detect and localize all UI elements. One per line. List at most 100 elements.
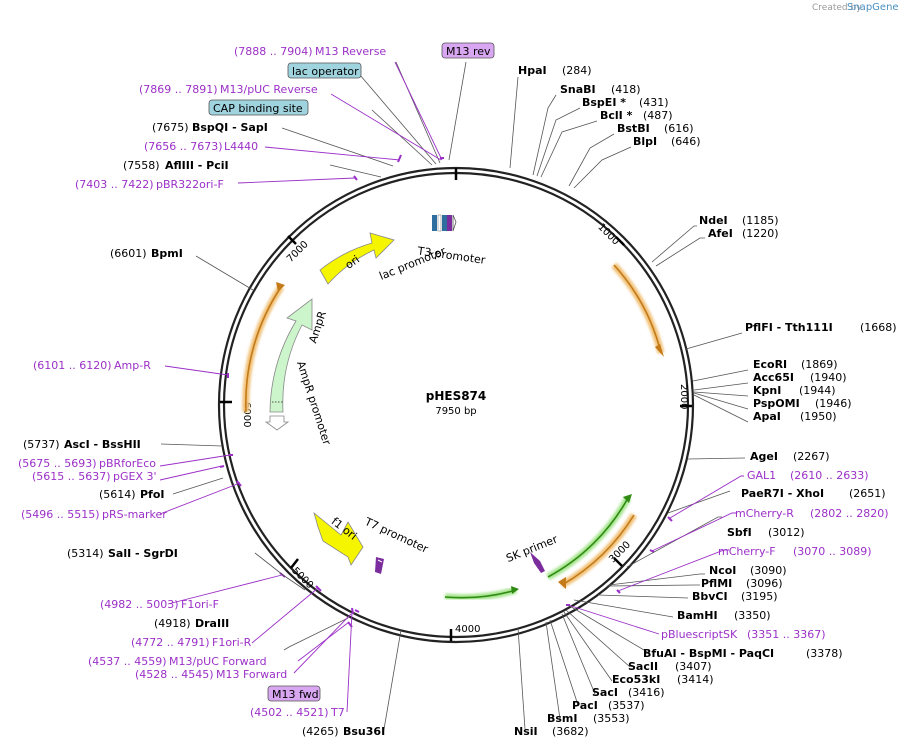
enzyme-kpni-pos: (1944) <box>799 384 836 397</box>
tick-label-6000: 6000 <box>241 402 252 427</box>
enzyme-saci-pos: (3416) <box>628 686 665 699</box>
feature-m13-forward-range: (4528 .. 4545) <box>135 668 214 681</box>
enzyme-sbfi-pos: (3012) <box>768 526 805 539</box>
enzyme-paci-pos: (3537) <box>608 699 645 712</box>
sk-primer-arrow <box>530 552 545 573</box>
enzyme-bcli-name: BclI * <box>600 109 633 122</box>
ori-arrow <box>319 232 395 285</box>
enzyme-labels-left: (7675) BspQI - SapI (7558) AflIII - PciI… <box>23 121 385 738</box>
enzyme-ndei-pos: (1185) <box>742 214 779 227</box>
feature-m13-reverse-range: (7888 .. 7904) <box>234 45 313 58</box>
feature-callout-lines <box>159 61 744 713</box>
enzyme-blpi-name: BlpI <box>633 135 657 148</box>
feature-pbrforeco-range: (5675 .. 5693) <box>18 457 97 470</box>
enzyme-bspei-pos: (431) <box>639 96 669 109</box>
ampr-promoter-label: AmpR promoter <box>294 359 334 447</box>
feature-m13-reverse-name: M13 Reverse <box>315 45 386 58</box>
box-m13-fwd-label: M13 fwd <box>272 688 319 701</box>
enzyme-blpi-pos: (646) <box>671 135 701 148</box>
feature-m13-puc-forward-name: M13/pUC Forward <box>169 655 267 668</box>
enzyme-afei-pos: (1220) <box>742 227 779 240</box>
enzyme-asci-name: AscI - BssHII <box>64 438 141 451</box>
enzyme-bsmi-name: BsmI <box>547 712 578 725</box>
enzyme-apai-name: ApaI <box>753 410 781 423</box>
enzyme-bstbi-name: BstBI <box>617 122 650 135</box>
enzyme-sacii-pos: (3407) <box>675 660 712 673</box>
enzyme-bcli-pos: (487) <box>643 109 673 122</box>
enzyme-bspqi-pos: (7675) <box>152 121 189 134</box>
box-lac-operator-label: lac operator <box>292 65 359 78</box>
sk-primer-label: SK primer <box>504 532 560 565</box>
feature-gal1-name: GAL1 <box>747 469 776 482</box>
feature-m13-forward-name: M13 Forward <box>216 668 287 681</box>
box-m13-fwd: M13 fwd <box>267 685 321 702</box>
enzyme-draiii-pos: (4918) <box>154 617 191 630</box>
enzyme-pfoi-name: PfoI <box>140 488 165 501</box>
enzyme-afliii-name: AflIII - PciI <box>165 159 229 172</box>
enzyme-acc65i-name: Acc65I <box>753 371 794 384</box>
feature-m13-puc-forward-range: (4537 .. 4559) <box>88 655 167 668</box>
enzyme-pflmi-pos: (3096) <box>746 577 783 590</box>
feature-pbr322ori-f-name: pBR322ori-F <box>156 178 224 191</box>
feature-l4440-name: L4440 <box>224 140 258 153</box>
feature-f1ori-f-range: (4982 .. 5003) <box>100 598 179 611</box>
enzyme-bsu36i-pos: (4265) <box>302 725 339 738</box>
enzyme-draiii-name: DraIII <box>195 617 229 630</box>
enzyme-bstbi-pos: (616) <box>664 122 694 135</box>
enzyme-asci-pos: (5737) <box>23 438 60 451</box>
enzyme-sali-name: SalI - SgrDI <box>108 547 178 560</box>
created-by-label: Created by <box>812 3 862 13</box>
enzyme-snabi-name: SnaBI <box>560 83 596 96</box>
primer-arc-amp <box>611 262 665 354</box>
enzyme-paer7i-name: PaeR7I - XhoI <box>741 487 824 500</box>
enzyme-bpmi-name: BpmI <box>151 247 183 260</box>
box-cap-binding-site-label: CAP binding site <box>213 102 303 115</box>
enzyme-snabi-pos: (418) <box>611 83 641 96</box>
enzyme-saci-name: SacI <box>592 686 618 699</box>
enzyme-bamhi-name: BamHI <box>677 609 718 622</box>
enzyme-bsu36i-name: Bsu36I <box>343 725 385 738</box>
feature-pbr322ori-f-range: (7403 .. 7422) <box>75 178 154 191</box>
tick-label-4000: 4000 <box>455 624 480 635</box>
enzyme-pspomi-pos: (1946) <box>815 397 852 410</box>
enzyme-sali-pos: (5314) <box>67 547 104 560</box>
enzyme-bsmi-pos: (3553) <box>593 712 630 725</box>
feature-mcherry-f-name: mCherry-F <box>718 545 776 558</box>
enzyme-pfoi-pos: (5614) <box>99 488 136 501</box>
feature-mcherry-r-range: (2802 .. 2820) <box>810 507 889 520</box>
feature-amp-r-name: Amp-R <box>114 359 151 372</box>
feature-t7-range: (4502 .. 4521) <box>250 706 329 719</box>
snapgene-logo: SnapGene <box>847 2 899 13</box>
box-lac-operator: lac operator <box>287 62 362 79</box>
enzyme-ncoi-pos: (3090) <box>750 564 787 577</box>
enzyme-bfuai-pos: (3378) <box>806 647 843 660</box>
enzyme-paci-name: PacI <box>572 699 598 712</box>
feature-labels-left: (7888 .. 7904) M13 Reverse (7869 .. 7891… <box>18 45 386 719</box>
f1-ori-arrow <box>313 511 364 566</box>
enzyme-bbvci-pos: (3195) <box>741 590 778 603</box>
enzyme-sbfi-name: SbfI <box>727 526 752 539</box>
enzyme-ecori-name: EcoRI <box>753 358 787 371</box>
enzyme-eco53ki-pos: (3414) <box>677 673 714 686</box>
enzyme-bamhi-pos: (3350) <box>734 609 771 622</box>
feature-mcherry-f-range: (3070 .. 3089) <box>793 545 872 558</box>
enzyme-ecori-pos: (1869) <box>801 358 838 371</box>
feature-prs-marker-name: pRS-marker <box>102 508 167 521</box>
tick-label-1000: 1000 <box>595 222 621 248</box>
lac-promoter-mark <box>432 214 457 232</box>
enzyme-agei-pos: (2267) <box>793 450 830 463</box>
enzyme-ncoi-name: NcoI <box>709 564 736 577</box>
enzyme-kpni-name: KpnI <box>753 384 781 397</box>
t7-promoter-label: T7 promoter <box>362 515 431 556</box>
box-cap-binding-site: CAP binding site <box>208 99 309 116</box>
feature-mcherry-r-name: mCherry-R <box>735 507 794 520</box>
enzyme-afei-name: AfeI <box>708 227 733 240</box>
enzyme-hpai-pos: (284) <box>562 64 592 77</box>
feature-pbluescriptsk-name: pBluescriptSK <box>661 628 738 641</box>
enzyme-pflfi-name: PflFI - Tth111I <box>745 321 833 334</box>
feature-pbluescriptsk-range: (3351 .. 3367) <box>747 628 826 641</box>
enzyme-nsii-name: NsiI <box>514 725 538 738</box>
box-m13-rev: M13 rev <box>441 42 495 59</box>
feature-m13-puc-reverse-range: (7869 .. 7891) <box>139 83 218 96</box>
